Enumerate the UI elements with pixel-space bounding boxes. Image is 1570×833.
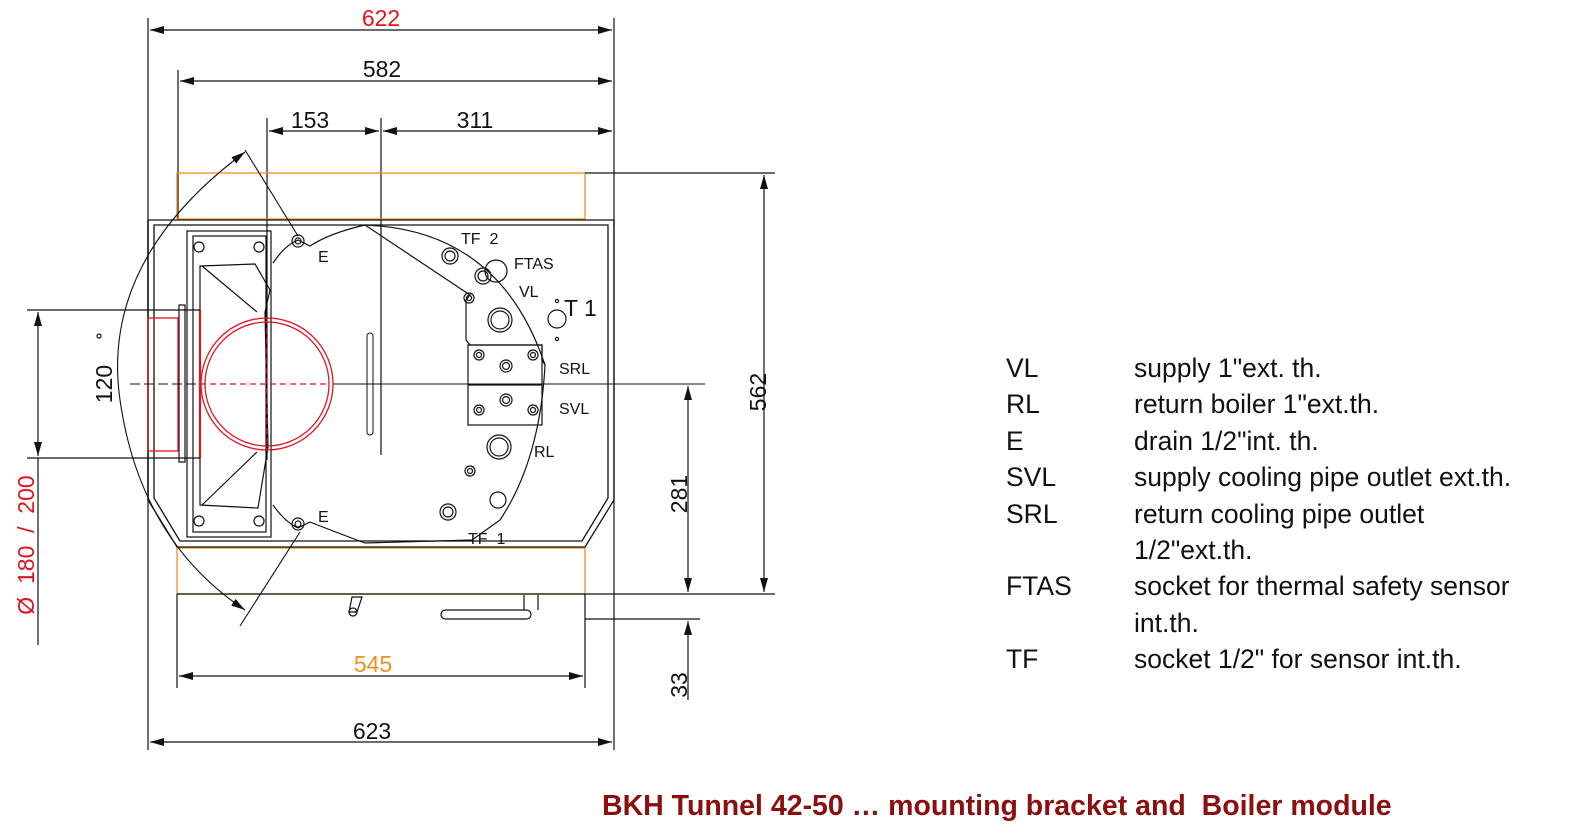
dim-582 [177, 70, 612, 220]
legend-row: SVL supply cooling pipe outlet ext.th. [1006, 459, 1511, 495]
legend-desc: socket 1/2" for sensor int.th. [1134, 644, 1462, 675]
legend-code: VL [1006, 353, 1039, 383]
dim-120 [27, 309, 200, 645]
swing-arc [117, 149, 301, 627]
legend-code: TF [1006, 644, 1039, 675]
dim-281 [585, 386, 700, 700]
dim-622-label: 622 [362, 5, 400, 31]
dim-623-label: 623 [353, 718, 391, 744]
legend-desc: socket for thermal safety sensor [1134, 571, 1510, 602]
label-t1: T 1 [564, 295, 597, 321]
legend-code: SRL [1006, 498, 1058, 529]
label-srl: SRL [559, 361, 590, 378]
dim-562-label: 562 [745, 373, 771, 411]
dim-120-label: 120 [91, 365, 117, 403]
legend-code [1006, 532, 1134, 568]
legend-row: 1/2"ext.th. [1006, 532, 1511, 568]
legend-desc: supply cooling pipe outlet ext.th. [1134, 462, 1512, 493]
legend-desc: 1/2"ext.th. [1134, 535, 1253, 566]
label-vl: VL [519, 284, 539, 301]
label-e-bottom: E [318, 509, 329, 526]
drawing-title: BKH Tunnel 42-50 … mounting bracket and … [602, 790, 1392, 822]
legend-row: int.th. [1006, 605, 1511, 641]
label-ftas: FTAS [514, 256, 554, 273]
legend-row: VL supply 1"ext. th. [1006, 350, 1511, 386]
legend-desc: int.th. [1134, 607, 1199, 638]
legend: VL supply 1"ext. th. RL return boiler 1"ex… [1006, 350, 1511, 678]
legend-code: SVL [1006, 462, 1057, 493]
legend-code: RL [1006, 389, 1040, 420]
label-svl: SVL [559, 401, 589, 418]
legend-row: RL return boiler 1"ext.th. [1006, 386, 1511, 422]
dim-153-label: 153 [291, 107, 329, 133]
dim-281-label: 281 [666, 475, 692, 513]
legend-row: FTAS socket for thermal safety sensor [1006, 568, 1511, 604]
label-tf2: TF 2 [461, 231, 498, 248]
legend-desc: return boiler 1"ext.th. [1134, 389, 1380, 420]
dim-311-label: 311 [457, 107, 494, 133]
legend-code: FTAS [1006, 571, 1072, 602]
dim-flue-diameter-label: Ø 180 / 200 [13, 475, 39, 614]
dim-582-label: 582 [363, 56, 401, 82]
legend-desc: drain 1/2"int. th. [1134, 425, 1319, 456]
label-tf1: TF 1 [468, 531, 505, 548]
dim-33-label: 33 [666, 672, 692, 698]
dim-545-label: 545 [354, 651, 392, 677]
boiler-outline [147, 172, 775, 595]
legend-code [1006, 605, 1134, 641]
legend-desc: return cooling pipe outlet [1134, 498, 1425, 529]
legend-row: SRL return cooling pipe outlet [1006, 496, 1511, 532]
legend-code: E [1006, 425, 1024, 456]
dim-545 [176, 594, 586, 688]
label-rl: RL [534, 444, 555, 461]
center-lines [130, 332, 705, 436]
legend-desc: supply 1"ext. th. [1134, 353, 1322, 383]
boiler-plate [272, 224, 546, 544]
bottom-parts [348, 595, 539, 620]
legend-row: TF socket 1/2" for sensor int.th. [1006, 641, 1511, 677]
fittings [96, 234, 567, 531]
label-e-top: E [318, 249, 329, 266]
